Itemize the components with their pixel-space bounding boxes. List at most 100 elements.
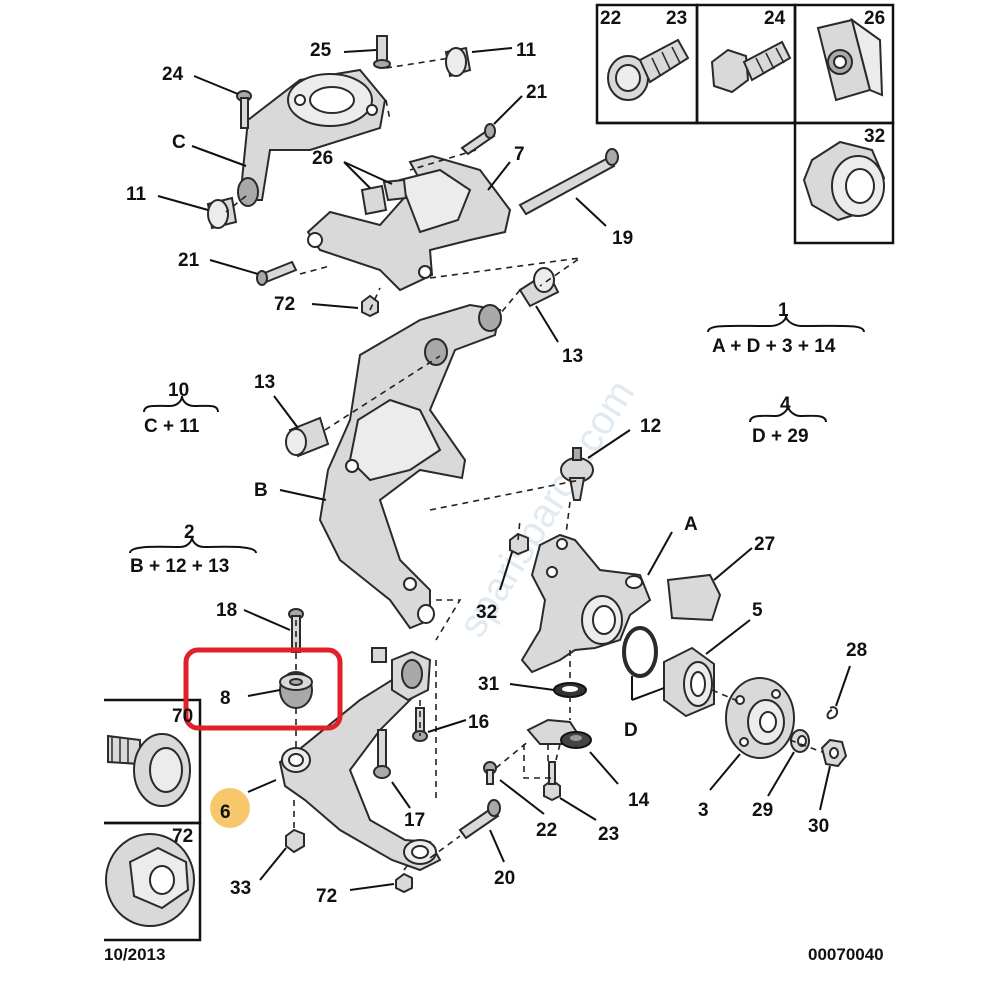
ball-joint-12 bbox=[560, 447, 594, 501]
flange-bolt-70-icon bbox=[107, 733, 191, 807]
label-16: 16 bbox=[468, 712, 489, 733]
label-29: 29 bbox=[752, 800, 773, 821]
label-7: 7 bbox=[514, 144, 525, 165]
label-22-inset: 22 bbox=[600, 8, 621, 29]
label-a: A bbox=[684, 514, 698, 535]
label-27: 27 bbox=[754, 534, 775, 555]
label-26-inset: 26 bbox=[864, 8, 885, 29]
screw-21-left bbox=[256, 260, 298, 286]
flange-nut-72-icon bbox=[105, 833, 195, 927]
brace-10 bbox=[143, 395, 219, 413]
cotter-pin-28 bbox=[826, 706, 838, 720]
set-braces bbox=[129, 315, 865, 554]
nut-33 bbox=[285, 828, 305, 854]
label-8: 8 bbox=[220, 688, 231, 709]
part-labels: 22 23 24 26 32 70 72 25 11 24 21 C 11 26… bbox=[104, 8, 885, 964]
inset-boxes-top-right bbox=[595, 3, 895, 245]
bolt-20 bbox=[458, 799, 501, 840]
long-bolt-19 bbox=[518, 148, 619, 216]
assembly-lines bbox=[225, 57, 823, 871]
formula-1: A + D + 3 + 14 bbox=[712, 336, 836, 357]
label-72-bottom: 72 bbox=[316, 886, 337, 907]
upper-arm-7 bbox=[306, 154, 512, 292]
formula-4: D + 29 bbox=[752, 426, 809, 447]
label-31: 31 bbox=[478, 674, 500, 695]
lower-ball-joint-14 bbox=[526, 718, 592, 749]
label-32: 32 bbox=[476, 602, 497, 623]
bushing-8 bbox=[279, 671, 313, 709]
footer-date: 10/2013 bbox=[104, 945, 165, 964]
label-25: 25 bbox=[310, 40, 332, 61]
bolt-23 bbox=[543, 761, 561, 802]
brace-4 bbox=[749, 405, 827, 423]
inset-boxes-left bbox=[104, 698, 202, 942]
label-72-inset: 72 bbox=[172, 826, 193, 847]
bushing-13-left bbox=[285, 416, 330, 458]
formula-10: C + 11 bbox=[144, 416, 200, 437]
label-d: D bbox=[624, 720, 638, 741]
label-26: 26 bbox=[312, 148, 333, 169]
nut-30 bbox=[820, 738, 848, 768]
label-19: 19 bbox=[612, 228, 633, 249]
label-18: 18 bbox=[216, 600, 237, 621]
stud-25 bbox=[373, 35, 391, 69]
leader-lines bbox=[157, 47, 851, 891]
label-70-inset: 70 bbox=[172, 706, 193, 727]
label-3: 3 bbox=[698, 800, 709, 821]
label-13-right: 13 bbox=[562, 346, 583, 367]
label-1: 1 bbox=[778, 300, 789, 321]
formula-2: B + 12 + 13 bbox=[130, 556, 229, 577]
upper-mount-c bbox=[237, 68, 387, 207]
nut-icon bbox=[802, 140, 886, 222]
label-21-left: 21 bbox=[178, 250, 200, 271]
label-4: 4 bbox=[780, 394, 791, 415]
flange-bolt-icon bbox=[607, 38, 690, 101]
label-14: 14 bbox=[628, 790, 650, 811]
shield-27 bbox=[666, 573, 722, 622]
label-b: B bbox=[254, 480, 268, 501]
inset-box-72 bbox=[104, 821, 202, 942]
screw-17 bbox=[373, 729, 391, 779]
label-21-top: 21 bbox=[526, 82, 548, 103]
bearing-5 bbox=[663, 646, 715, 718]
label-28: 28 bbox=[846, 640, 867, 661]
brace-1 bbox=[707, 315, 865, 333]
brace-2 bbox=[129, 536, 257, 554]
screw-24 bbox=[236, 90, 252, 129]
hex-bolt-icon bbox=[710, 40, 792, 94]
label-32-inset: 32 bbox=[864, 126, 885, 147]
nut-72-bottom bbox=[395, 872, 413, 894]
bushing-13-right bbox=[518, 267, 560, 308]
highlight-marker-part-6 bbox=[210, 788, 250, 828]
label-30: 30 bbox=[808, 816, 829, 837]
label-72-top: 72 bbox=[274, 294, 295, 315]
screw-21-top bbox=[460, 123, 496, 156]
lower-arm-6 bbox=[278, 647, 442, 872]
label-11-top: 11 bbox=[516, 40, 537, 61]
label-23: 23 bbox=[598, 824, 619, 845]
label-24-inset: 24 bbox=[764, 8, 786, 29]
bushing-11-top bbox=[444, 46, 472, 78]
label-22: 22 bbox=[536, 820, 557, 841]
label-20: 20 bbox=[494, 868, 515, 889]
label-10: 10 bbox=[168, 380, 189, 401]
label-12: 12 bbox=[640, 416, 661, 437]
clip-nut-icon bbox=[816, 17, 884, 102]
bushing-11-left bbox=[206, 196, 238, 230]
label-24: 24 bbox=[162, 64, 184, 85]
upright-b bbox=[318, 303, 502, 630]
hub-3 bbox=[725, 677, 795, 759]
label-33: 33 bbox=[230, 878, 251, 899]
label-c: C bbox=[172, 132, 186, 153]
nut-72-top bbox=[361, 294, 379, 318]
seal-31 bbox=[553, 682, 587, 698]
hub-carrier-a bbox=[520, 533, 652, 674]
bolt-22 bbox=[483, 761, 497, 785]
label-2: 2 bbox=[184, 522, 195, 543]
label-13-left: 13 bbox=[254, 372, 275, 393]
label-17: 17 bbox=[404, 810, 425, 831]
circlip-d bbox=[622, 626, 658, 678]
inset-box-32 bbox=[793, 121, 895, 245]
